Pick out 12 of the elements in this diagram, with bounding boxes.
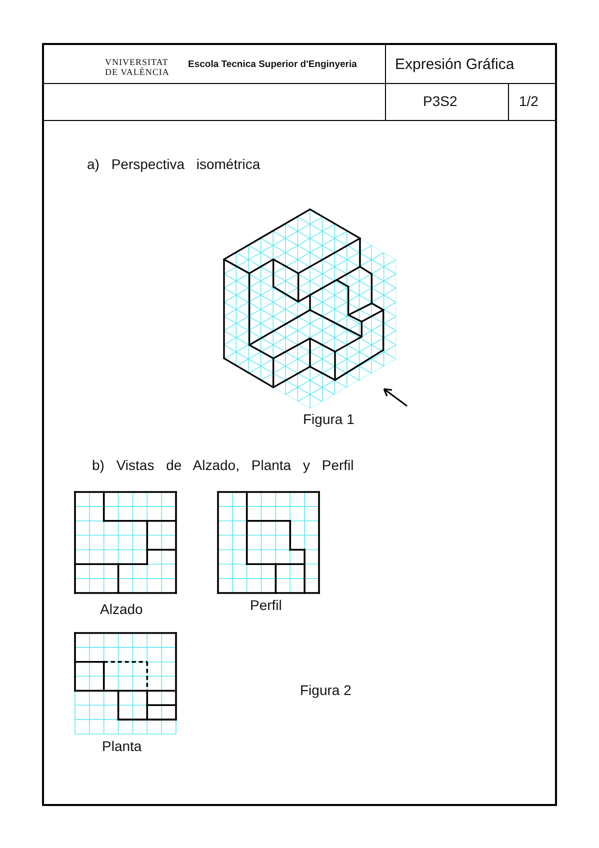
section-heading: b) Vistas de Alzado, Planta y Perfil: [92, 457, 354, 473]
sheet-code: P3S2: [423, 93, 458, 109]
view-label: Alzado: [100, 601, 143, 617]
page-number: 1/2: [519, 93, 538, 109]
subject-title: Expresión Gráfica: [395, 56, 514, 73]
university-name: VNIVERSITAT DE VALÈNCIA: [105, 57, 170, 77]
view-label: Perfil: [250, 597, 282, 613]
figure-caption: Figura 2: [300, 682, 352, 698]
school-name: Escola Tecnica Superior d'Enginyeria: [188, 59, 357, 70]
view-label: Planta: [102, 738, 142, 754]
figure-caption: Figura 1: [303, 411, 354, 427]
section-heading: a) Perspectiva isométrica: [87, 156, 260, 172]
